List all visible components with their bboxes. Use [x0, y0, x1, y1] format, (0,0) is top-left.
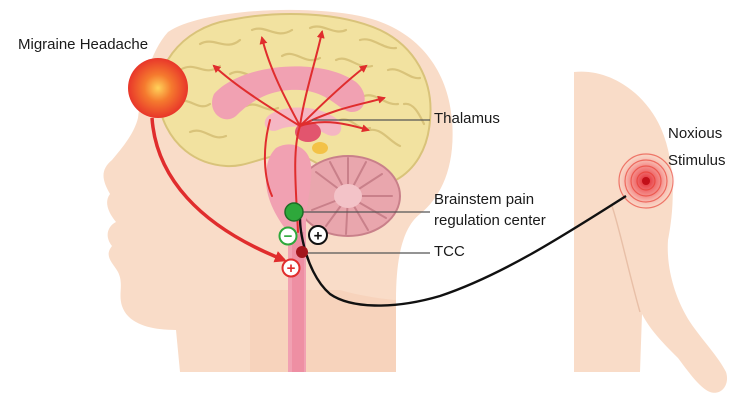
excite-sign-dark: + — [314, 228, 323, 245]
thalamus-label: Thalamus — [434, 110, 500, 128]
noxious-stimulus-label: Noxious Stimulus — [668, 120, 726, 174]
noxious-label-line1: Noxious — [668, 120, 726, 147]
inhibit-sign: − — [284, 228, 293, 245]
brainstem-label: Brainstem pain regulation center — [434, 189, 546, 231]
neck — [250, 290, 396, 372]
brainstem-label-line2: regulation center — [434, 210, 546, 231]
cerebellum-core — [334, 184, 362, 208]
noxious-label-line2: Stimulus — [668, 147, 726, 174]
noxious-stimulus-point — [642, 177, 650, 185]
migraine-headache-label: Migraine Headache — [18, 36, 148, 54]
brainstem-center-node — [285, 203, 303, 221]
tcc-label: TCC — [434, 243, 465, 261]
hypothalamus — [312, 142, 328, 154]
migraine-pain-glow — [128, 58, 188, 118]
tcc-node — [296, 246, 308, 258]
excite-sign-red: + — [287, 260, 296, 277]
brainstem-label-line1: Brainstem pain — [434, 189, 546, 210]
